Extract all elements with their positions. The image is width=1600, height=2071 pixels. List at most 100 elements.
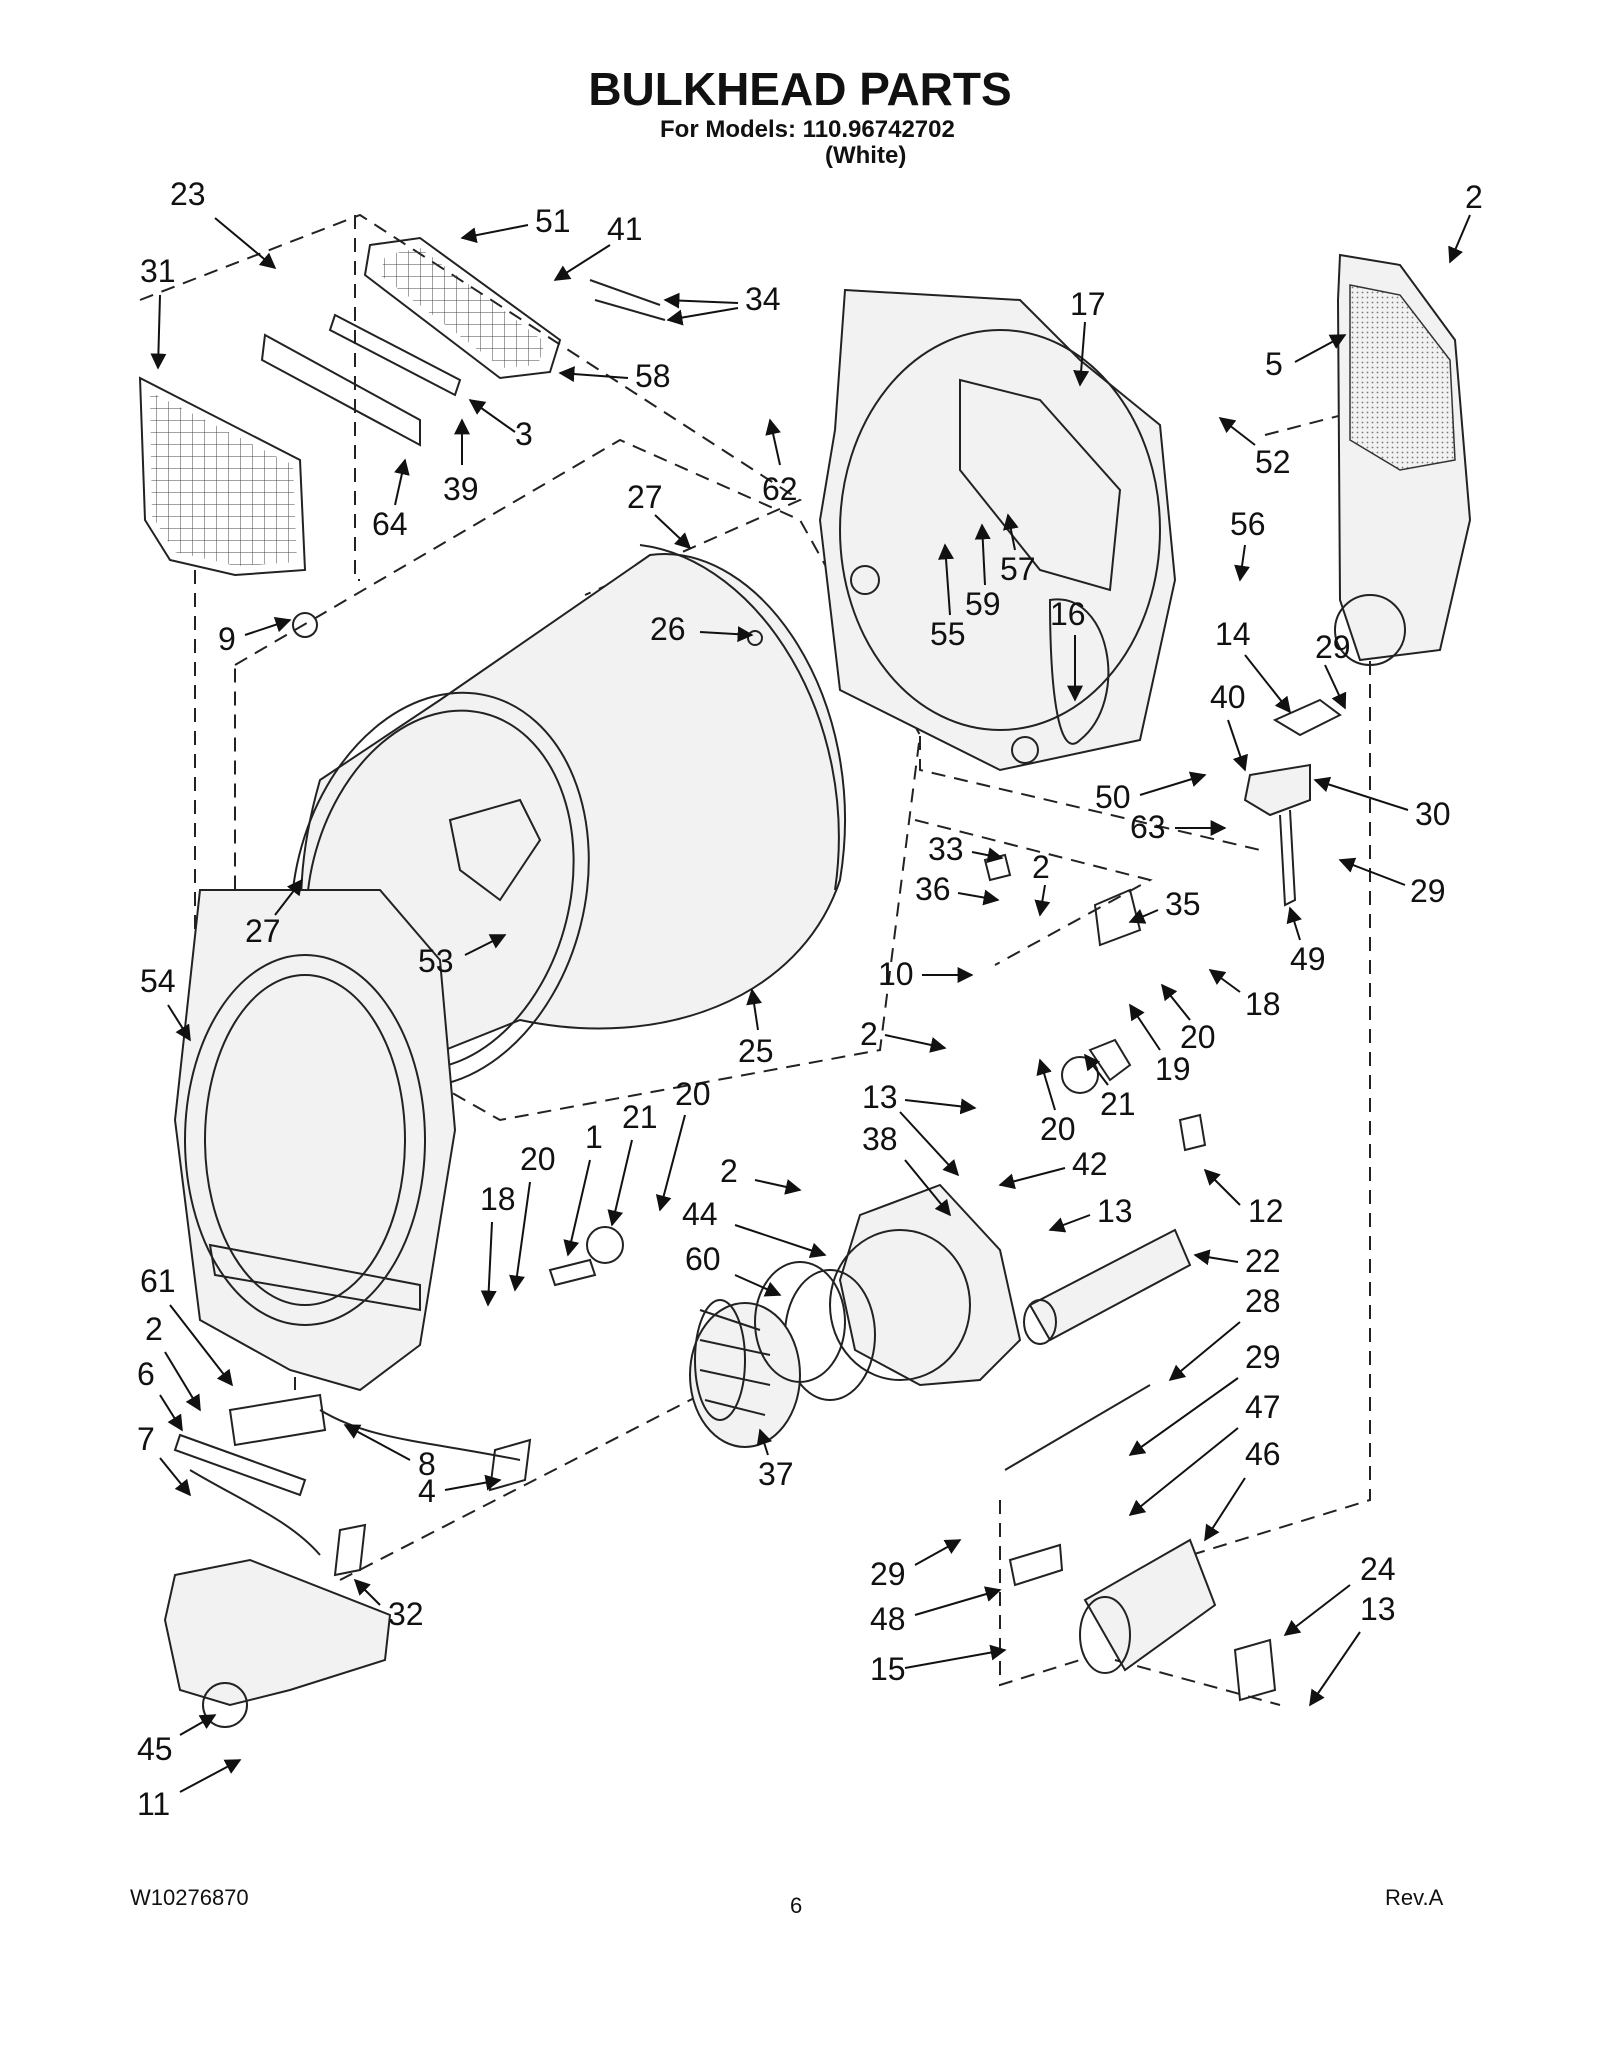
callout-62: 62 bbox=[762, 418, 798, 507]
callout-40: 40 bbox=[1210, 679, 1248, 772]
callout-59: 59 bbox=[965, 523, 1001, 622]
svg-text:11: 11 bbox=[137, 1786, 170, 1822]
svg-text:13: 13 bbox=[862, 1079, 898, 1115]
svg-text:13: 13 bbox=[1360, 1591, 1396, 1627]
callout-22: 22 bbox=[1193, 1243, 1281, 1279]
callout-45: 45 bbox=[137, 1714, 217, 1767]
callout-4: 4 bbox=[418, 1473, 502, 1509]
svg-text:7: 7 bbox=[137, 1421, 155, 1457]
rear-bulkhead-17 bbox=[818, 288, 1177, 772]
callout-5: 5 bbox=[1265, 334, 1347, 382]
callout-56: 56 bbox=[1230, 506, 1266, 582]
callout-7: 7 bbox=[137, 1421, 192, 1497]
svg-text:29: 29 bbox=[1245, 1339, 1281, 1375]
svg-text:29: 29 bbox=[1315, 629, 1351, 665]
svg-text:34: 34 bbox=[745, 281, 781, 317]
callout-39: 39 bbox=[443, 418, 479, 507]
callout-46: 46 bbox=[1204, 1436, 1281, 1542]
svg-text:63: 63 bbox=[1130, 809, 1166, 845]
callout-18-right: 18 bbox=[1208, 969, 1281, 1022]
callout-18-left: 18 bbox=[480, 1181, 516, 1307]
svg-text:2: 2 bbox=[720, 1153, 738, 1189]
callout-24: 24 bbox=[1283, 1551, 1396, 1636]
document-number: W10276870 bbox=[130, 1885, 249, 1910]
callout-13-bottom: 13 bbox=[1309, 1591, 1396, 1707]
page-number: 6 bbox=[790, 1893, 803, 1918]
svg-text:32: 32 bbox=[388, 1596, 424, 1632]
svg-text:2: 2 bbox=[1032, 849, 1050, 885]
svg-text:18: 18 bbox=[480, 1181, 516, 1217]
svg-text:27: 27 bbox=[627, 479, 663, 515]
svg-text:20: 20 bbox=[1040, 1111, 1076, 1147]
svg-text:6: 6 bbox=[137, 1356, 155, 1392]
svg-text:31: 31 bbox=[140, 253, 176, 289]
svg-text:10: 10 bbox=[878, 956, 914, 992]
callout-52: 52 bbox=[1218, 417, 1291, 480]
lint-grille-58 bbox=[363, 236, 562, 380]
callout-21-right: 21 bbox=[1084, 1053, 1136, 1122]
svg-text:45: 45 bbox=[137, 1731, 173, 1767]
callout-47: 47 bbox=[1128, 1389, 1281, 1517]
callout-37: 37 bbox=[756, 1428, 794, 1492]
callout-12: 12 bbox=[1203, 1168, 1284, 1229]
callout-20-left-a: 20 bbox=[655, 1076, 711, 1212]
svg-text:62: 62 bbox=[762, 471, 798, 507]
air-duct-45 bbox=[163, 1558, 392, 1728]
callout-27-left: 27 bbox=[245, 878, 303, 949]
svg-text:29: 29 bbox=[870, 1556, 906, 1592]
callout-29-bottom: 29 bbox=[870, 1539, 962, 1592]
svg-text:55: 55 bbox=[930, 616, 966, 652]
callout-28: 28 bbox=[1168, 1283, 1281, 1382]
callout-51: 51 bbox=[460, 203, 571, 244]
svg-text:27: 27 bbox=[245, 913, 281, 949]
svg-text:23: 23 bbox=[170, 176, 206, 212]
heater-duct-22 bbox=[1023, 1228, 1192, 1345]
callout-57: 57 bbox=[1000, 513, 1036, 587]
svg-text:44: 44 bbox=[682, 1196, 718, 1232]
svg-text:64: 64 bbox=[372, 506, 408, 542]
misc-small-parts bbox=[173, 612, 1277, 1702]
valve-14 bbox=[1243, 698, 1342, 907]
callout-58: 58 bbox=[558, 358, 671, 394]
callout-20-right-b: 20 bbox=[1036, 1058, 1076, 1147]
svg-text:17: 17 bbox=[1070, 286, 1106, 322]
callout-27-top: 27 bbox=[627, 479, 692, 550]
svg-text:12: 12 bbox=[1248, 1193, 1284, 1229]
callout-60: 60 bbox=[685, 1241, 782, 1297]
callout-17: 17 bbox=[1070, 286, 1106, 387]
svg-text:59: 59 bbox=[965, 586, 1001, 622]
svg-text:28: 28 bbox=[1245, 1283, 1281, 1319]
callout-2-front: 2 bbox=[145, 1311, 201, 1412]
svg-text:39: 39 bbox=[443, 471, 479, 507]
heater-housing-46 bbox=[1079, 1538, 1217, 1674]
callout-8: 8 bbox=[343, 1424, 436, 1482]
svg-text:21: 21 bbox=[1100, 1086, 1136, 1122]
callout-21-left: 21 bbox=[607, 1099, 658, 1227]
callout-20-right-a: 20 bbox=[1161, 983, 1216, 1055]
svg-text:4: 4 bbox=[418, 1473, 436, 1509]
svg-text:2: 2 bbox=[860, 1016, 878, 1052]
svg-text:3: 3 bbox=[515, 416, 533, 452]
front-bulkhead-54 bbox=[173, 889, 457, 1392]
callout-25: 25 bbox=[738, 988, 774, 1069]
callout-9: 9 bbox=[218, 616, 292, 657]
svg-text:53: 53 bbox=[418, 943, 454, 979]
svg-text:58: 58 bbox=[635, 358, 671, 394]
callout-2-blower: 2 bbox=[720, 1153, 802, 1195]
svg-text:29: 29 bbox=[1410, 873, 1446, 909]
callout-16: 16 bbox=[1050, 596, 1086, 702]
callout-29-upper: 29 bbox=[1315, 629, 1351, 710]
callout-6: 6 bbox=[137, 1356, 183, 1432]
svg-text:40: 40 bbox=[1210, 679, 1246, 715]
svg-text:48: 48 bbox=[870, 1601, 906, 1637]
callout-32: 32 bbox=[353, 1578, 424, 1632]
callout-49: 49 bbox=[1286, 906, 1326, 977]
svg-text:56: 56 bbox=[1230, 506, 1266, 542]
svg-text:19: 19 bbox=[1155, 1051, 1191, 1087]
svg-text:52: 52 bbox=[1255, 444, 1291, 480]
svg-text:5: 5 bbox=[1265, 346, 1283, 382]
svg-text:61: 61 bbox=[140, 1263, 176, 1299]
svg-text:22: 22 bbox=[1245, 1243, 1281, 1279]
callout-50: 50 bbox=[1095, 771, 1207, 815]
svg-text:14: 14 bbox=[1215, 616, 1251, 652]
